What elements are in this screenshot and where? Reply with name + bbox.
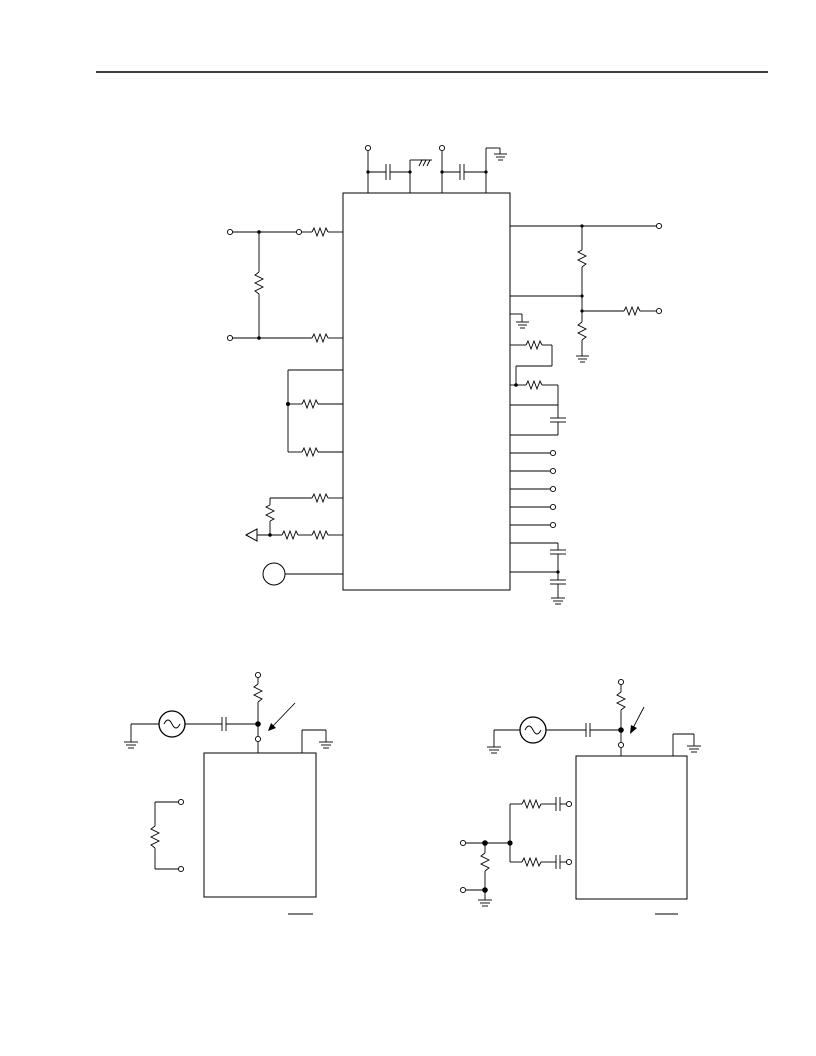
logic-output-terminals [510, 449, 557, 529]
right-test-circuit [459, 678, 701, 915]
capacitor-icon [555, 797, 561, 811]
resistor-icon [149, 825, 161, 849]
reference-network [244, 492, 343, 542]
ground-icon [124, 741, 138, 749]
left-ic-body [203, 752, 317, 898]
probe-arrow-icon [271, 702, 296, 728]
terminal-icon [655, 222, 663, 230]
ground-icon [494, 148, 507, 161]
bottom-capacitor-network [510, 542, 566, 605]
buffer-triangle-icon [244, 528, 258, 542]
terminal-icon [617, 678, 625, 686]
resistor-icon [281, 529, 299, 541]
meter-node [262, 562, 343, 586]
ac-source-icon [519, 716, 547, 744]
left-test-circuit [124, 671, 333, 915]
feedback-network [286, 369, 343, 458]
ground-icon [551, 597, 565, 605]
terminal-icon [459, 886, 467, 894]
terminal-icon [226, 334, 234, 342]
terminal-icon [565, 858, 573, 866]
resistor-icon [521, 798, 542, 810]
terminal-icon [254, 735, 262, 743]
resistor-icon [311, 226, 329, 238]
terminal-icon [565, 800, 573, 808]
terminal-icon [549, 503, 557, 511]
capacitor-icon [459, 164, 486, 180]
terminal-icon [254, 671, 262, 679]
right-rc-network [510, 339, 566, 436]
terminal-icon [549, 449, 557, 457]
capacitor-icon [221, 717, 227, 731]
resistor-icon [525, 339, 543, 351]
resistor-icon [479, 852, 491, 872]
capacitor-icon [550, 549, 566, 555]
chassis-ground-icon [418, 159, 432, 167]
resistor-icon [615, 691, 627, 711]
probe-arrow-icon [632, 706, 645, 729]
terminal-icon [459, 839, 467, 847]
resistor-icon [301, 398, 319, 410]
terminal-icon [177, 865, 185, 873]
terminal-icon [655, 307, 663, 315]
ground-icon [487, 746, 501, 754]
terminal-icon [549, 521, 557, 529]
resistor-icon [311, 492, 329, 504]
meter-circle-icon [262, 562, 286, 586]
terminal-icon [617, 741, 625, 749]
main-test-circuit [226, 144, 663, 605]
ac-source-icon [158, 710, 186, 738]
ground-icon [576, 355, 589, 363]
resistor-icon [576, 321, 588, 341]
resistor-icon [301, 446, 319, 458]
resistor-icon [521, 856, 542, 868]
terminal-icon [295, 228, 303, 236]
terminal-icon [226, 228, 234, 236]
ground-icon [516, 321, 529, 329]
terminal-icon [549, 467, 557, 475]
ground-pin [510, 313, 529, 329]
resistor-icon [252, 683, 264, 703]
top-supply-network [364, 144, 507, 193]
terminal-icon [549, 485, 557, 493]
main-ic-body [342, 192, 511, 591]
capacitor-icon [585, 723, 591, 737]
capacitor-icon [555, 855, 561, 869]
capacitor-icon [550, 579, 566, 585]
capacitor-icon [385, 164, 410, 180]
output-network [510, 222, 663, 363]
terminal-icon [438, 144, 446, 152]
resistor-icon [623, 305, 641, 317]
resistor-icon [525, 379, 543, 391]
capacitor-icon [550, 417, 566, 423]
terminal-icon [364, 144, 372, 152]
ground-icon [478, 899, 492, 907]
ground-icon [319, 741, 333, 749]
left-input-network [226, 226, 343, 344]
resistor-icon [311, 332, 329, 344]
terminal-icon [177, 798, 185, 806]
resistor-icon [253, 271, 265, 295]
right-ic-body [575, 755, 688, 900]
resistor-icon [576, 249, 588, 268]
resistor-icon [311, 529, 329, 541]
ground-icon [687, 745, 701, 753]
resistor-icon [264, 504, 276, 522]
